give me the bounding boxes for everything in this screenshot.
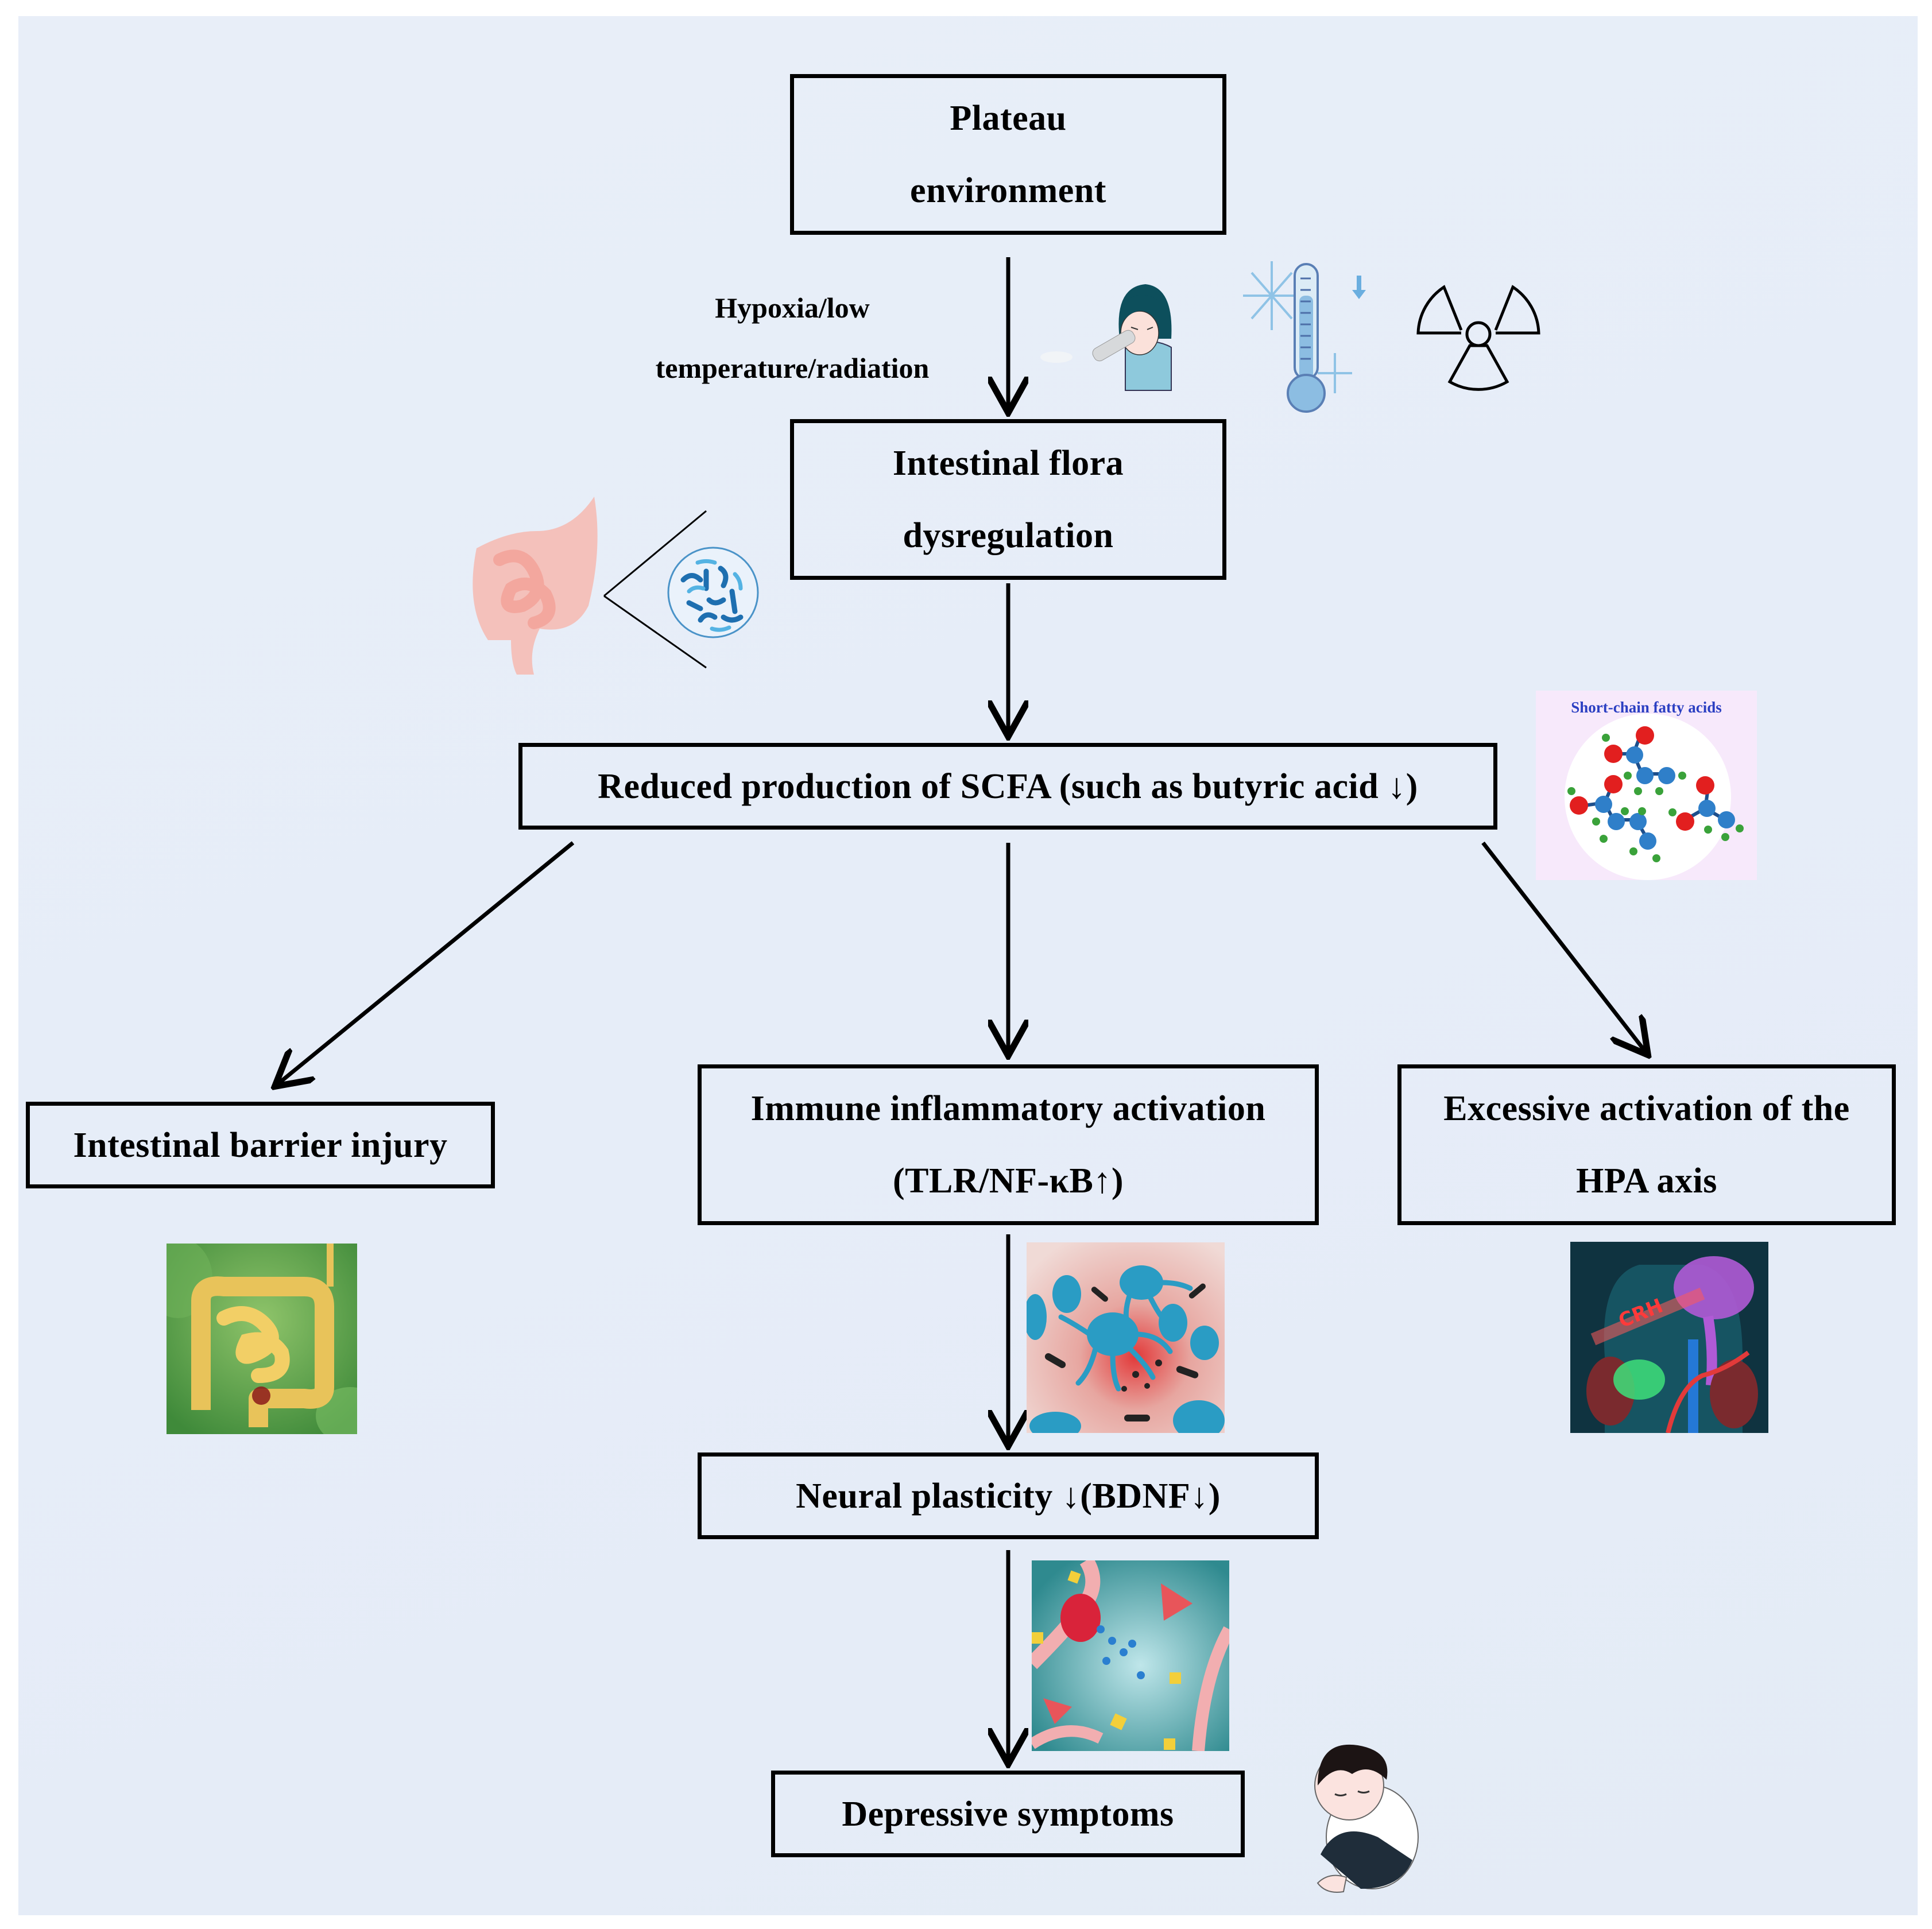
edge-label-line: Hypoxia/low [715,292,870,324]
node-text: Neural plasticity ↓(BDNF↓) [796,1476,1221,1516]
diagram-background [18,16,1918,1915]
node-depressive-symptoms: Depressive symptoms [771,1771,1245,1857]
node-plateau-environment: Plateau environment [790,74,1226,235]
node-neural-plasticity: Neural plasticity ↓(BDNF↓) [698,1452,1319,1539]
edge-label-stressors: Hypoxia/low temperature/radiation [620,278,965,398]
node-text: Plateau [950,99,1067,138]
node-text: dysregulation [903,516,1114,555]
scfa-molecules [1565,714,1744,880]
immune-cells-bacteria-image [1027,1242,1225,1433]
node-intestinal-flora: Intestinal flora dysregulation [790,419,1226,580]
node-text: Intestinal barrier injury [73,1125,448,1165]
scfa-title: Short-chain fatty acids [1571,699,1722,716]
damaged-intestine-image [167,1244,357,1434]
node-reduced-scfa: Reduced production of SCFA (such as buty… [518,743,1497,830]
neuron-synapse-image [1032,1560,1229,1751]
sad-boy-hugging-knees-icon [1314,1744,1419,1893]
scfa-molecule-image: Short-chain fatty acids [1536,691,1757,880]
node-text: Immune inflammatory activation [750,1089,1266,1128]
node-immune-inflammatory: Immune inflammatory activation (TLR/NF-κ… [698,1064,1319,1225]
node-text: Reduced production of SCFA (such as buty… [598,766,1418,806]
node-text: Excessive activation of the [1443,1089,1850,1128]
node-text: (TLR/NF-κB↑) [892,1161,1124,1200]
intestine-icon [473,497,598,675]
edge-label-line: temperature/radiation [655,352,930,384]
node-text: Depressive symptoms [842,1794,1174,1834]
node-text: environment [910,171,1106,210]
bacteria-circle-icon [667,547,759,638]
node-text: Intestinal flora [892,444,1124,483]
person-with-oxygen-inhaler-icon [1040,284,1172,391]
hpa-axis-crh-image: CRH [1570,1242,1768,1433]
node-hpa-axis: Excessive activation of the HPA axis [1397,1064,1896,1225]
thermometer-snowflake-icon [1243,261,1366,413]
node-text: HPA axis [1576,1161,1717,1200]
radiation-symbol-icon [1416,285,1540,391]
node-intestinal-barrier-injury: Intestinal barrier injury [26,1102,495,1188]
